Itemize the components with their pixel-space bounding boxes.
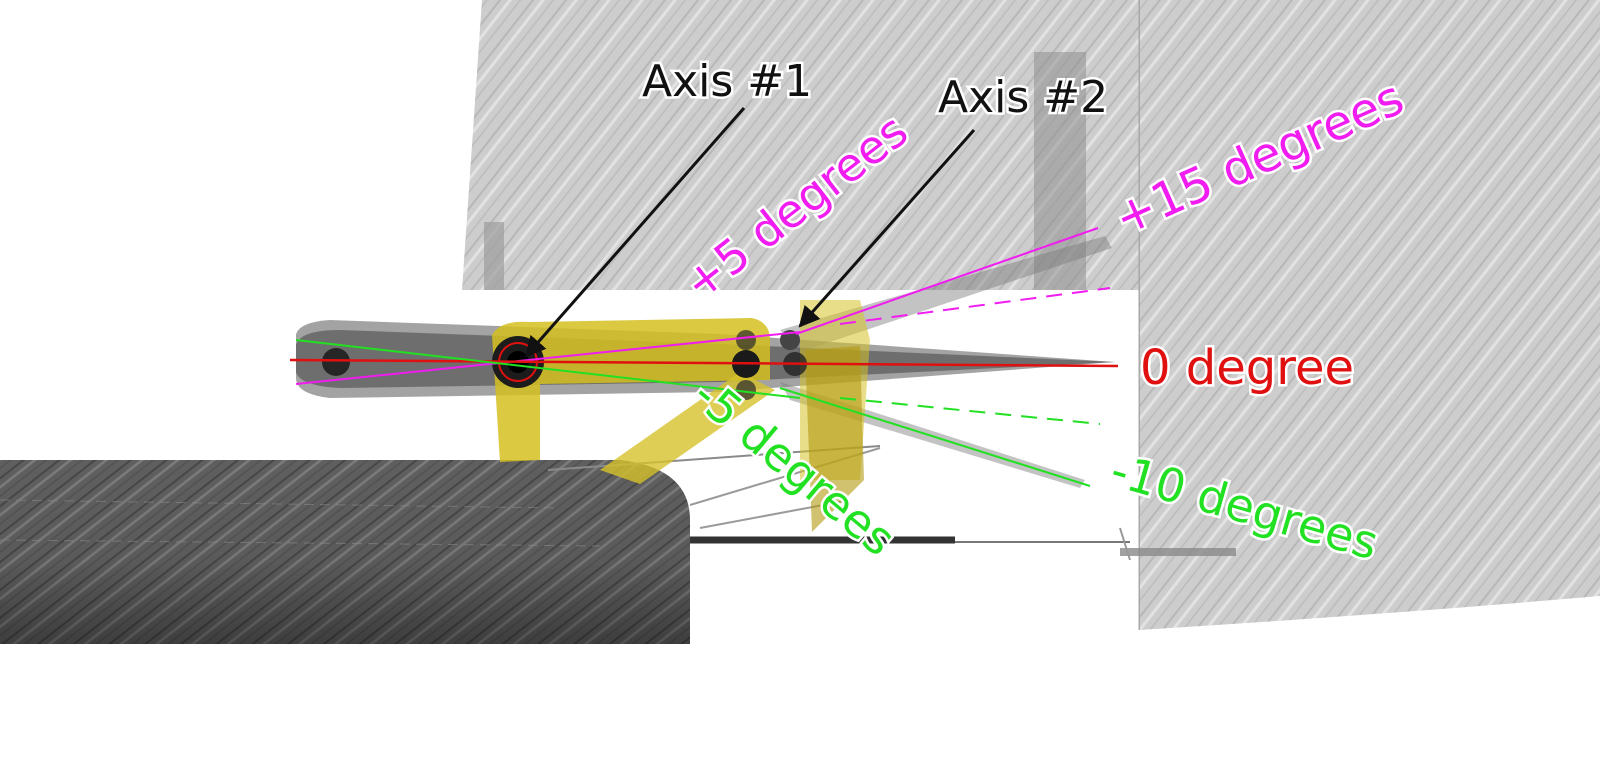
- rudder-panel: [1120, 0, 1600, 630]
- zero-label: 0 degree: [1140, 340, 1354, 396]
- rear-pivot-icon: [322, 348, 350, 376]
- axis-2-arrow: [798, 129, 976, 328]
- line-plus-15-dashed: [839, 287, 1111, 325]
- angle-lines: [289, 227, 1119, 487]
- line-minus-5-dashed: [839, 397, 1101, 425]
- line-minus-10: [779, 387, 1091, 487]
- axis-2-label: Axis #2: [938, 72, 1108, 123]
- yellow-linkage: [492, 300, 870, 532]
- axis-1-label: Axis #1: [642, 56, 812, 107]
- axis-1-arrow: [524, 107, 746, 358]
- line-plus-15: [795, 227, 1099, 335]
- line-plus-5: [295, 331, 801, 385]
- line-minus-5: [295, 339, 801, 399]
- horizontal-stabilizer: [0, 460, 690, 644]
- fin-panel: [462, 0, 1142, 630]
- line-0: [289, 358, 1119, 368]
